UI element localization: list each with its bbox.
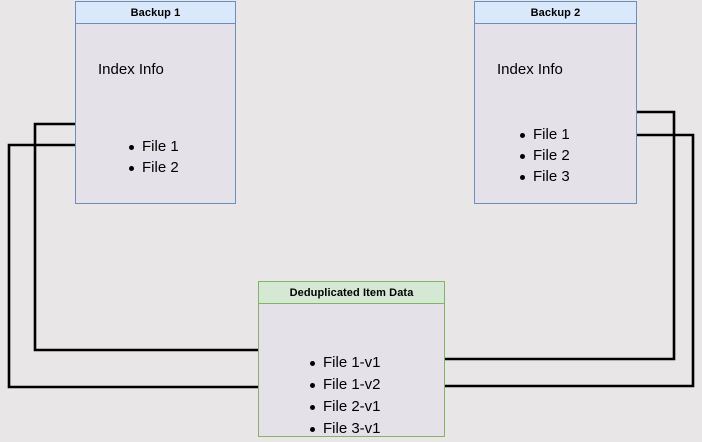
node-backup-2-title: Backup 2 xyxy=(475,2,636,24)
list-item[interactable]: File 2-v1 xyxy=(306,396,381,418)
dedup-file-list: File 1-v1 File 1-v2 File 2-v1 File 3-v1 xyxy=(306,352,381,440)
node-backup-2[interactable]: Backup 2 Index Info File 1 File 2 File 3 xyxy=(474,1,637,204)
node-backup-2-section-label: Index Info xyxy=(497,61,563,78)
node-backup-1-section-label: Index Info xyxy=(98,61,164,78)
node-deduplicated-item-data-body: File 1-v1 File 1-v2 File 2-v1 File 3-v1 xyxy=(259,304,444,437)
node-backup-2-file-list: File 1 File 2 File 3 xyxy=(516,124,570,187)
node-deduplicated-item-data[interactable]: Deduplicated Item Data File 1-v1 File 1-… xyxy=(258,281,445,437)
list-item[interactable]: File 1 xyxy=(125,136,179,157)
node-backup-1-file-list: File 1 File 2 xyxy=(125,136,179,178)
list-item[interactable]: File 3-v1 xyxy=(306,418,381,440)
list-item[interactable]: File 1-v1 xyxy=(306,352,381,374)
list-item[interactable]: File 3 xyxy=(516,166,570,187)
list-item[interactable]: File 2 xyxy=(125,157,179,178)
list-item[interactable]: File 1-v2 xyxy=(306,374,381,396)
list-item[interactable]: File 2 xyxy=(516,145,570,166)
node-backup-1-body: Index Info File 1 File 2 xyxy=(76,24,235,203)
node-backup-1[interactable]: Backup 1 Index Info File 1 File 2 xyxy=(75,1,236,204)
node-deduplicated-item-data-title: Deduplicated Item Data xyxy=(259,282,444,304)
list-item[interactable]: File 1 xyxy=(516,124,570,145)
node-backup-2-body: Index Info File 1 File 2 File 3 xyxy=(475,24,636,203)
node-backup-1-title: Backup 1 xyxy=(76,2,235,24)
